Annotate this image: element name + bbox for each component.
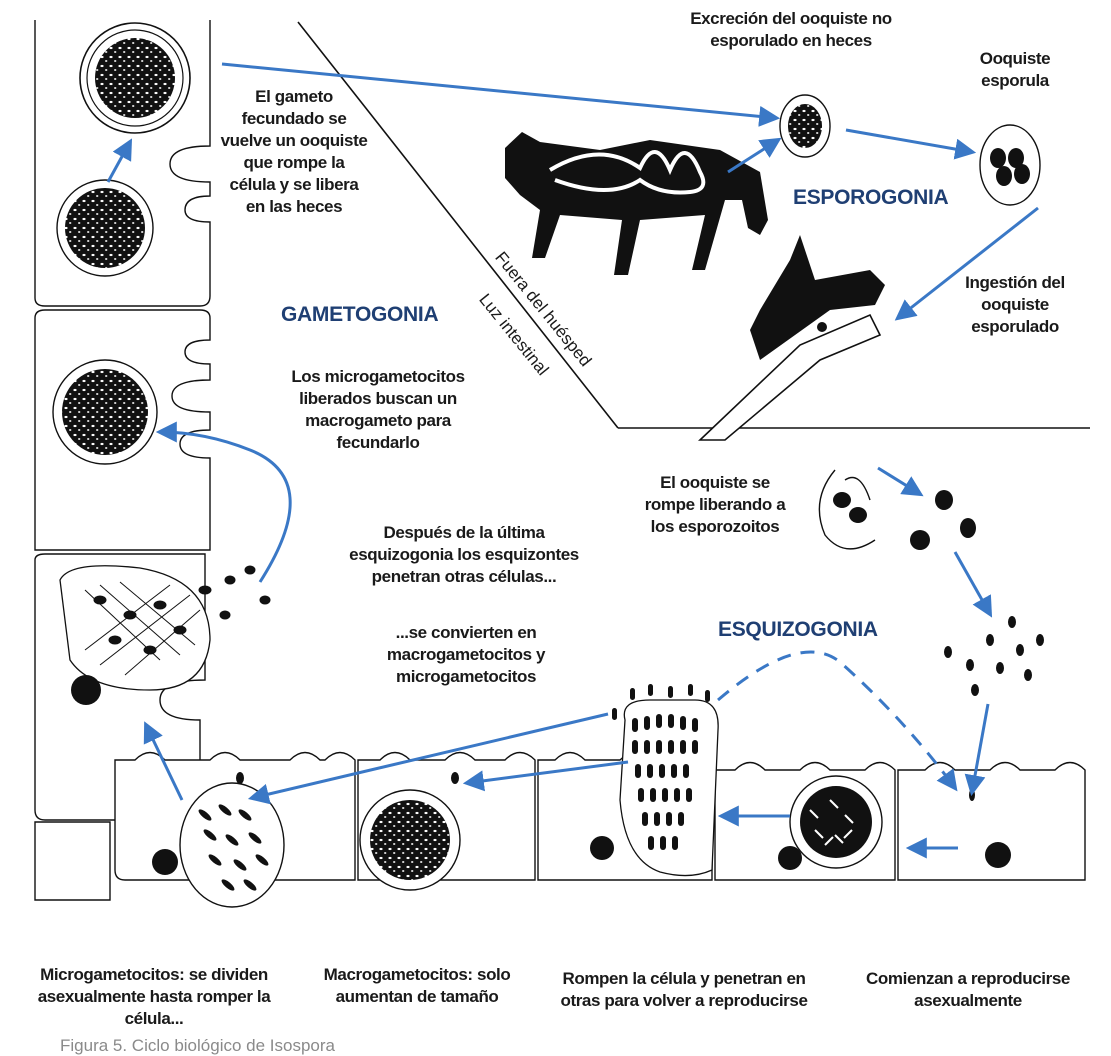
cat-host (505, 132, 768, 275)
microgametocyte-rupture (60, 566, 270, 705)
sporulated-oocyst (980, 125, 1040, 205)
macrogamete-cell-1 (57, 180, 153, 276)
annotation-despues-esquizogonia: Después de la última esquizogonia los es… (318, 522, 610, 588)
annotation-ingestion: Ingestión del ooquiste esporulado (935, 272, 1095, 338)
figure-caption: Figura 5. Ciclo biológico de Isospora (60, 1036, 335, 1056)
free-sporozoites (944, 616, 1044, 696)
cat-head-ingesting (700, 235, 885, 440)
unsporulated-oocyst (780, 95, 830, 157)
annotation-se-convierten: ...se convierten en macrogametocitos y m… (360, 622, 572, 688)
annotation-excrecion: Excreción del ooquiste no esporulado en … (660, 8, 922, 52)
annotation-ooquiste-rompe: El ooquiste se rompe liberando a los esp… (620, 472, 810, 538)
annotation-rompen-celula: Rompen la célula y penetran en otras par… (530, 968, 838, 1012)
annotation-macrogametocitos: Macrogametocitos: solo aumentan de tamañ… (306, 964, 528, 1008)
stage-esporogonia: ESPOROGONIA (793, 186, 948, 210)
stage-esquizogonia: ESQUIZOGONIA (718, 618, 878, 642)
stage-gametogonia: GAMETOGONIA (281, 303, 438, 327)
macrogamete-cell-2 (53, 360, 157, 464)
annotation-ooquiste-esporula: Ooquiste esporula (965, 48, 1065, 92)
annotation-comienzan: Comienzan a reproducirse asexualmente (836, 968, 1100, 1012)
annotation-microgametocitos-dividen: Microgametocitos: se dividen asexualment… (4, 964, 304, 1030)
ruptured-oocyst (819, 470, 976, 550)
annotation-gameto-fecundado: El gameto fecundado se vuelve un ooquist… (206, 86, 382, 218)
annotation-microgametocitos-liberados: Los microgametocitos liberados buscan un… (262, 366, 494, 454)
fecundated-oocyst (80, 23, 190, 133)
